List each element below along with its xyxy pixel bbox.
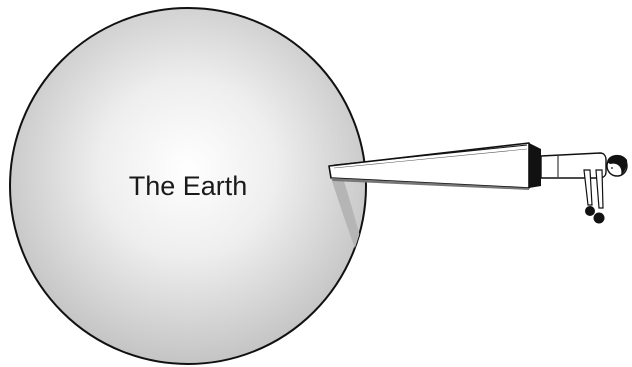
earth-label: The Earth [129,171,248,201]
person-hand-right [594,213,605,224]
person-hand-left [585,206,595,216]
person-arm-right [596,170,603,208]
earth: The Earth [10,8,366,364]
tunnel-dark-side [529,143,541,188]
person-arm-left [584,170,592,205]
person [541,153,627,224]
